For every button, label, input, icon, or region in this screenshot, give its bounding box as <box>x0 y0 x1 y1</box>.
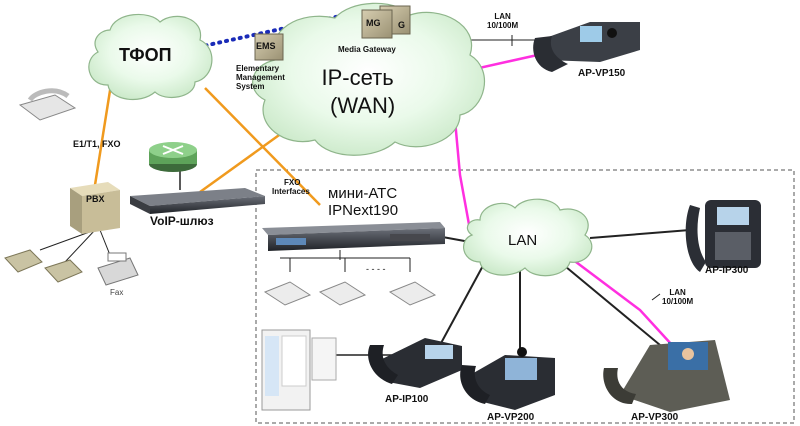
pbx-label: PBX <box>86 194 105 204</box>
pbx-desk-phones <box>4 249 139 286</box>
ap-vp150-phone-icon <box>533 22 640 72</box>
ems-full-label: Elementary Management System <box>236 64 285 91</box>
lan-bottom-label: LAN 10/100M <box>662 288 693 306</box>
lan-bottom-line-2: 10/100M <box>662 297 694 306</box>
fax-label: Fax <box>110 288 124 297</box>
lan-label: LAN <box>508 232 538 249</box>
mini-pbx-line-1: мини-АТС <box>328 185 398 202</box>
fxo-line-1: FXO <box>284 178 301 187</box>
media-gateway-device <box>361 5 411 39</box>
ems-full-line-1: Elementary <box>236 64 280 73</box>
ip-network-line-1: IP-сеть <box>321 65 394 90</box>
mg-label: MG <box>366 18 381 28</box>
ems-mg-link <box>183 13 347 52</box>
ap-ip100-label: AP-IP100 <box>385 394 429 405</box>
analog-phone-icon <box>18 88 77 121</box>
fxo-line-2: Interfaces <box>272 187 310 196</box>
pstn-pbx-link <box>93 77 114 186</box>
ip-network-label: IP-сеть (WAN) <box>320 64 396 120</box>
mini-pbx-device <box>262 222 445 251</box>
router-icon <box>149 142 197 172</box>
pbx-device <box>70 182 120 234</box>
ap-vp200-label: AP-VP200 <box>487 412 535 423</box>
ems-full-line-2: Management <box>236 73 285 82</box>
office-frame <box>255 169 795 424</box>
mini-pbx-label: мини-АТС IPNext190 <box>328 185 398 219</box>
ap-vp200-phone-icon <box>460 347 555 410</box>
lan-bottom-line-1: LAN <box>669 288 686 297</box>
ap-ip100-phone-icon <box>368 338 462 388</box>
ems-full-line-3: System <box>236 82 265 91</box>
e1-label: E1/T1, FXO <box>73 139 121 149</box>
ems-label: EMS <box>256 41 276 51</box>
voip-gateway-device <box>130 188 265 214</box>
lan-top-line-1: LAN <box>494 12 511 21</box>
mini-pbx-line-2: IPNext190 <box>328 202 399 219</box>
media-gateway-label: Media Gateway <box>338 45 396 54</box>
lan-cloud <box>463 198 593 277</box>
lan-top-line-2: 10/100M <box>487 21 519 30</box>
ap-vp300-label: AP-VP300 <box>631 412 679 423</box>
analog-extension-phones <box>263 281 437 306</box>
voip-gateway-label: VoIP-шлюз <box>150 214 214 228</box>
ip-network-line-2: (WAN) <box>330 93 396 118</box>
ap-ip300-phone-icon <box>685 200 761 272</box>
g-label: G <box>398 20 406 30</box>
wan-cloud <box>252 2 486 156</box>
extension-dashes: - - - - <box>366 264 386 274</box>
fxo-interfaces-label: FXO Interfaces <box>272 178 310 196</box>
ap-ip300-label: AP-IP300 <box>705 265 749 276</box>
pstn-label: ТФОП <box>119 45 172 65</box>
ems-device <box>254 33 284 61</box>
pstn-cloud <box>88 13 213 100</box>
lan-top-label: LAN 10/100M <box>487 12 518 30</box>
softphone-screen <box>261 329 337 411</box>
ap-vp300-phone-icon <box>603 340 730 412</box>
vp150-vp300-link <box>453 48 673 346</box>
ap-vp150-label: AP-VP150 <box>578 68 626 79</box>
